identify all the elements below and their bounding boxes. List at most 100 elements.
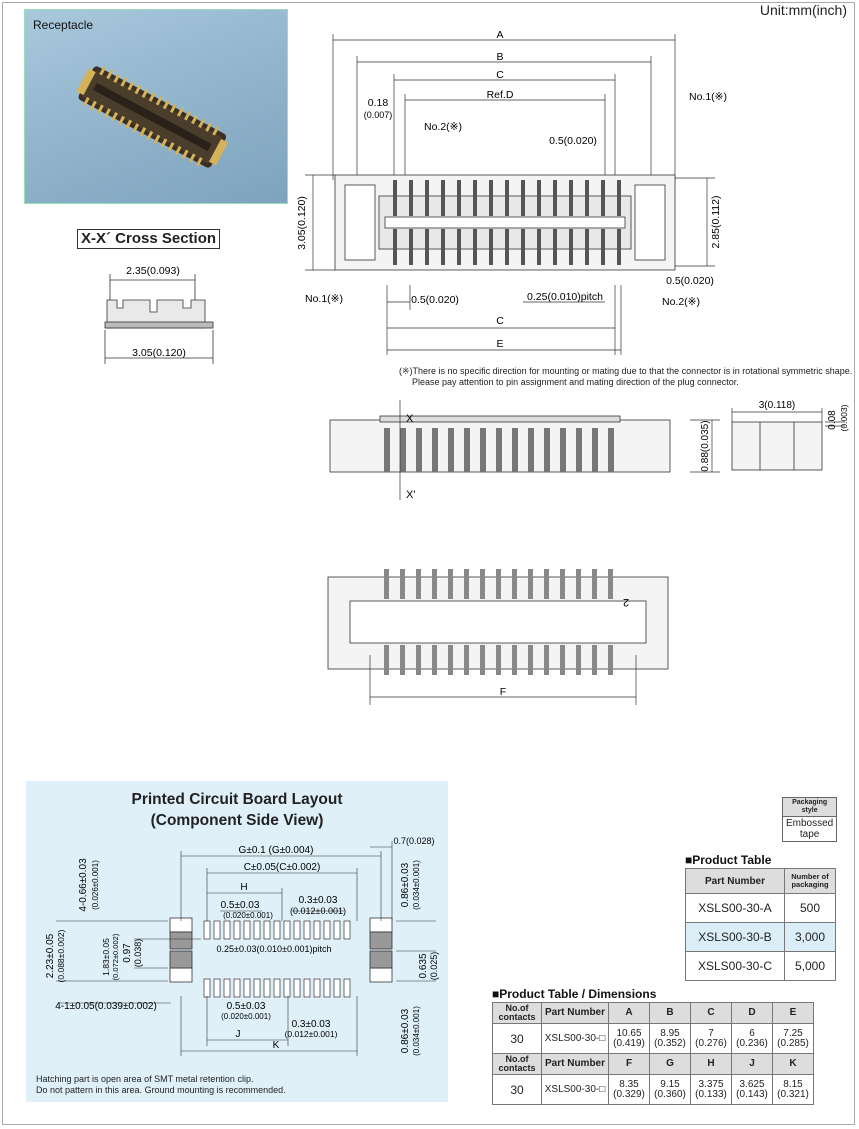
dims-cell: 3.625 (0.143): [731, 1074, 773, 1105]
part-number-cell: XSLS00-30-C: [685, 951, 785, 981]
dims-cell: 10.65 (0.419): [608, 1023, 650, 1054]
no2-label: No.2(※): [424, 121, 462, 133]
dims-cell: 7.25 (0.285): [772, 1023, 814, 1054]
product-table: Part Number Number of packaging XSLS00-3…: [685, 868, 836, 981]
photo-label: Receptacle: [33, 18, 94, 32]
dim-C-bottom: C: [496, 315, 504, 327]
pcb-layout-panel: Printed Circuit Board Layout (Component …: [26, 781, 448, 1102]
pcb-dim-183: 1.83±0.05: [101, 938, 111, 976]
dims-header: A: [608, 1002, 650, 1024]
dim-305: 3.05(0.120): [296, 196, 308, 250]
dims-cell: 30: [492, 1023, 542, 1054]
dims-header: No.of contacts: [492, 1002, 542, 1024]
pcb-dim-05-bottom-in: (0.020±0.001): [221, 1012, 271, 1021]
dims-cell: 8.15 (0.321): [772, 1074, 814, 1105]
pcb-title-line-1: Printed Circuit Board Layout: [131, 791, 343, 808]
dim-A: A: [496, 29, 503, 41]
dim-05-top: 0.5(0.020): [549, 135, 597, 147]
bottom-view-drawing: F 2: [327, 569, 669, 705]
pcb-dim-066: 4-0.66±0.03: [78, 858, 89, 912]
pcb-dim-03: 0.3±0.03: [299, 895, 338, 906]
pcb-dim-086-bottom-in: (0.034±0.001): [412, 1006, 421, 1056]
product-table-title: ■Product Table: [685, 853, 772, 867]
pcb-dim-41: 4-1±0.05(0.039±0.002): [55, 1001, 157, 1012]
dim-refD: Ref.D: [487, 89, 514, 101]
pcb-dim-03-bottom: 0.3±0.03: [292, 1019, 331, 1030]
dims-cell: 3.375 (0.133): [690, 1074, 732, 1105]
table-row: 30 XSLS00-30-□ 8.35 (0.329) 9.15 (0.360)…: [492, 1074, 814, 1105]
quantity-cell: 500: [784, 893, 836, 923]
packaging-style-table: Packaging style Embossed tape: [781, 797, 838, 842]
pcb-dim-086-top: 0.86±0.03: [400, 862, 411, 907]
dims-cell: 6 (0.236): [731, 1023, 773, 1054]
no1-label: No.1(※): [689, 91, 727, 103]
packaging-style-header: Packaging style: [781, 797, 838, 817]
dim-018-in: (0.007): [364, 110, 393, 120]
dim-008: 0.08: [827, 410, 838, 430]
pcb-dim-066-in: (0.026±0.001): [91, 860, 100, 910]
part-number-cell: XSLS00-30-B: [685, 922, 785, 952]
pcb-dim-05: 0.5±0.03: [221, 900, 260, 911]
pcb-dim-097-in: (0.038): [133, 939, 143, 968]
pcb-dim-h: H: [240, 882, 247, 893]
dims-header: B: [649, 1002, 691, 1024]
pcb-dim-05-in: (0.020±0.001): [223, 911, 273, 920]
pcb-dim-03-in: (0.012±0.001): [290, 906, 346, 916]
quantity-cell: 5,000: [784, 951, 836, 981]
dim-088: 0.88(0.035): [700, 420, 711, 471]
pcb-dim-03-bottom-in: (0.012±0.001): [285, 1029, 338, 1039]
pcb-dim-097: 0.97: [122, 943, 133, 963]
dims-header: J: [731, 1053, 773, 1075]
note-line-2: Please pay attention to pin assignment a…: [412, 377, 739, 387]
dims-cell: 7 (0.276): [690, 1023, 732, 1054]
dim-05-right: 0.5(0.020): [666, 275, 714, 287]
dims-cell: XSLS00-30-□: [541, 1074, 609, 1105]
cross-section-drawing: 2.35(0.093) 3.05(0.120): [104, 265, 214, 364]
dims-header: H: [690, 1053, 732, 1075]
cross-dim-top: 2.35(0.093): [126, 265, 180, 277]
pcb-dim-223: 2.23±0.05: [45, 933, 56, 978]
dims-header: Part Number: [541, 1053, 609, 1075]
note-line-1: (※)There is no specific direction for mo…: [399, 366, 853, 376]
unit-label: Unit:mm(inch): [759, 2, 847, 18]
pin-mark: 2: [623, 596, 629, 608]
side-view-drawing: X X' 0.88(0.035) 3(0.118) 0.08 (0.003): [329, 400, 849, 501]
product-photo: Receptacle: [24, 9, 288, 204]
dims-cell: 8.35 (0.329): [608, 1074, 650, 1105]
cross-section-title: X-X´ Cross Section: [77, 229, 221, 249]
dim-05-bottom: 0.5(0.020): [411, 294, 459, 306]
pcb-dim-05-bottom: 0.5±0.03: [227, 1001, 266, 1012]
no2-label-bottom: No.2(※): [662, 296, 700, 308]
dims-cell: 9.15 (0.360): [649, 1074, 691, 1105]
dim-F: F: [500, 686, 506, 698]
dims-header: C: [690, 1002, 732, 1024]
pcb-footprint-drawing: G±0.1 (G±0.004) C±0.05(C±0.002) H 0.5±0.…: [45, 836, 439, 1056]
dims-cell: 8.95 (0.352): [649, 1023, 691, 1054]
pcb-note-line-1: Hatching part is open area of SMT metal …: [36, 1074, 254, 1084]
dim-E: E: [496, 338, 503, 350]
pcb-dim-0635-in: (0.025): [429, 952, 439, 981]
pcb-title-line-2: (Component Side View): [150, 812, 324, 829]
dims-header: No.of contacts: [492, 1053, 542, 1075]
dims-header: D: [731, 1002, 773, 1024]
dims-header: E: [772, 1002, 814, 1024]
pcb-title: Printed Circuit Board Layout (Component …: [26, 789, 448, 831]
pcb-dim-07: 0.7(0.028): [393, 836, 434, 846]
dims-header: K: [772, 1053, 814, 1075]
pcb-note: Hatching part is open area of SMT metal …: [36, 1074, 286, 1095]
dims-table-title: ■Product Table / Dimensions: [492, 987, 657, 1001]
section-mark-xp: X': [406, 489, 415, 501]
pcb-dim-0635: 0.635: [418, 953, 429, 978]
pcb-dim-g: G±0.1 (G±0.004): [239, 845, 314, 856]
rotational-note: (※)There is no specific direction for mo…: [399, 366, 854, 388]
pcb-dim-086-bottom: 0.86±0.03: [400, 1008, 411, 1053]
dim-008-in: (0.003): [839, 404, 849, 431]
table-row: 30 XSLS00-30-□ 10.65 (0.419) 8.95 (0.352…: [492, 1023, 814, 1054]
section-mark-x: X: [406, 413, 414, 425]
pcb-dim-223-in: (0.088±0.002): [56, 929, 66, 982]
dims-cell: 30: [492, 1074, 542, 1105]
top-view-drawing: A B C Ref.D C E 0.18 (0.007) No.2(※) No.…: [296, 29, 727, 355]
pcb-note-line-2: Do not pattern in this area. Ground moun…: [36, 1084, 286, 1095]
